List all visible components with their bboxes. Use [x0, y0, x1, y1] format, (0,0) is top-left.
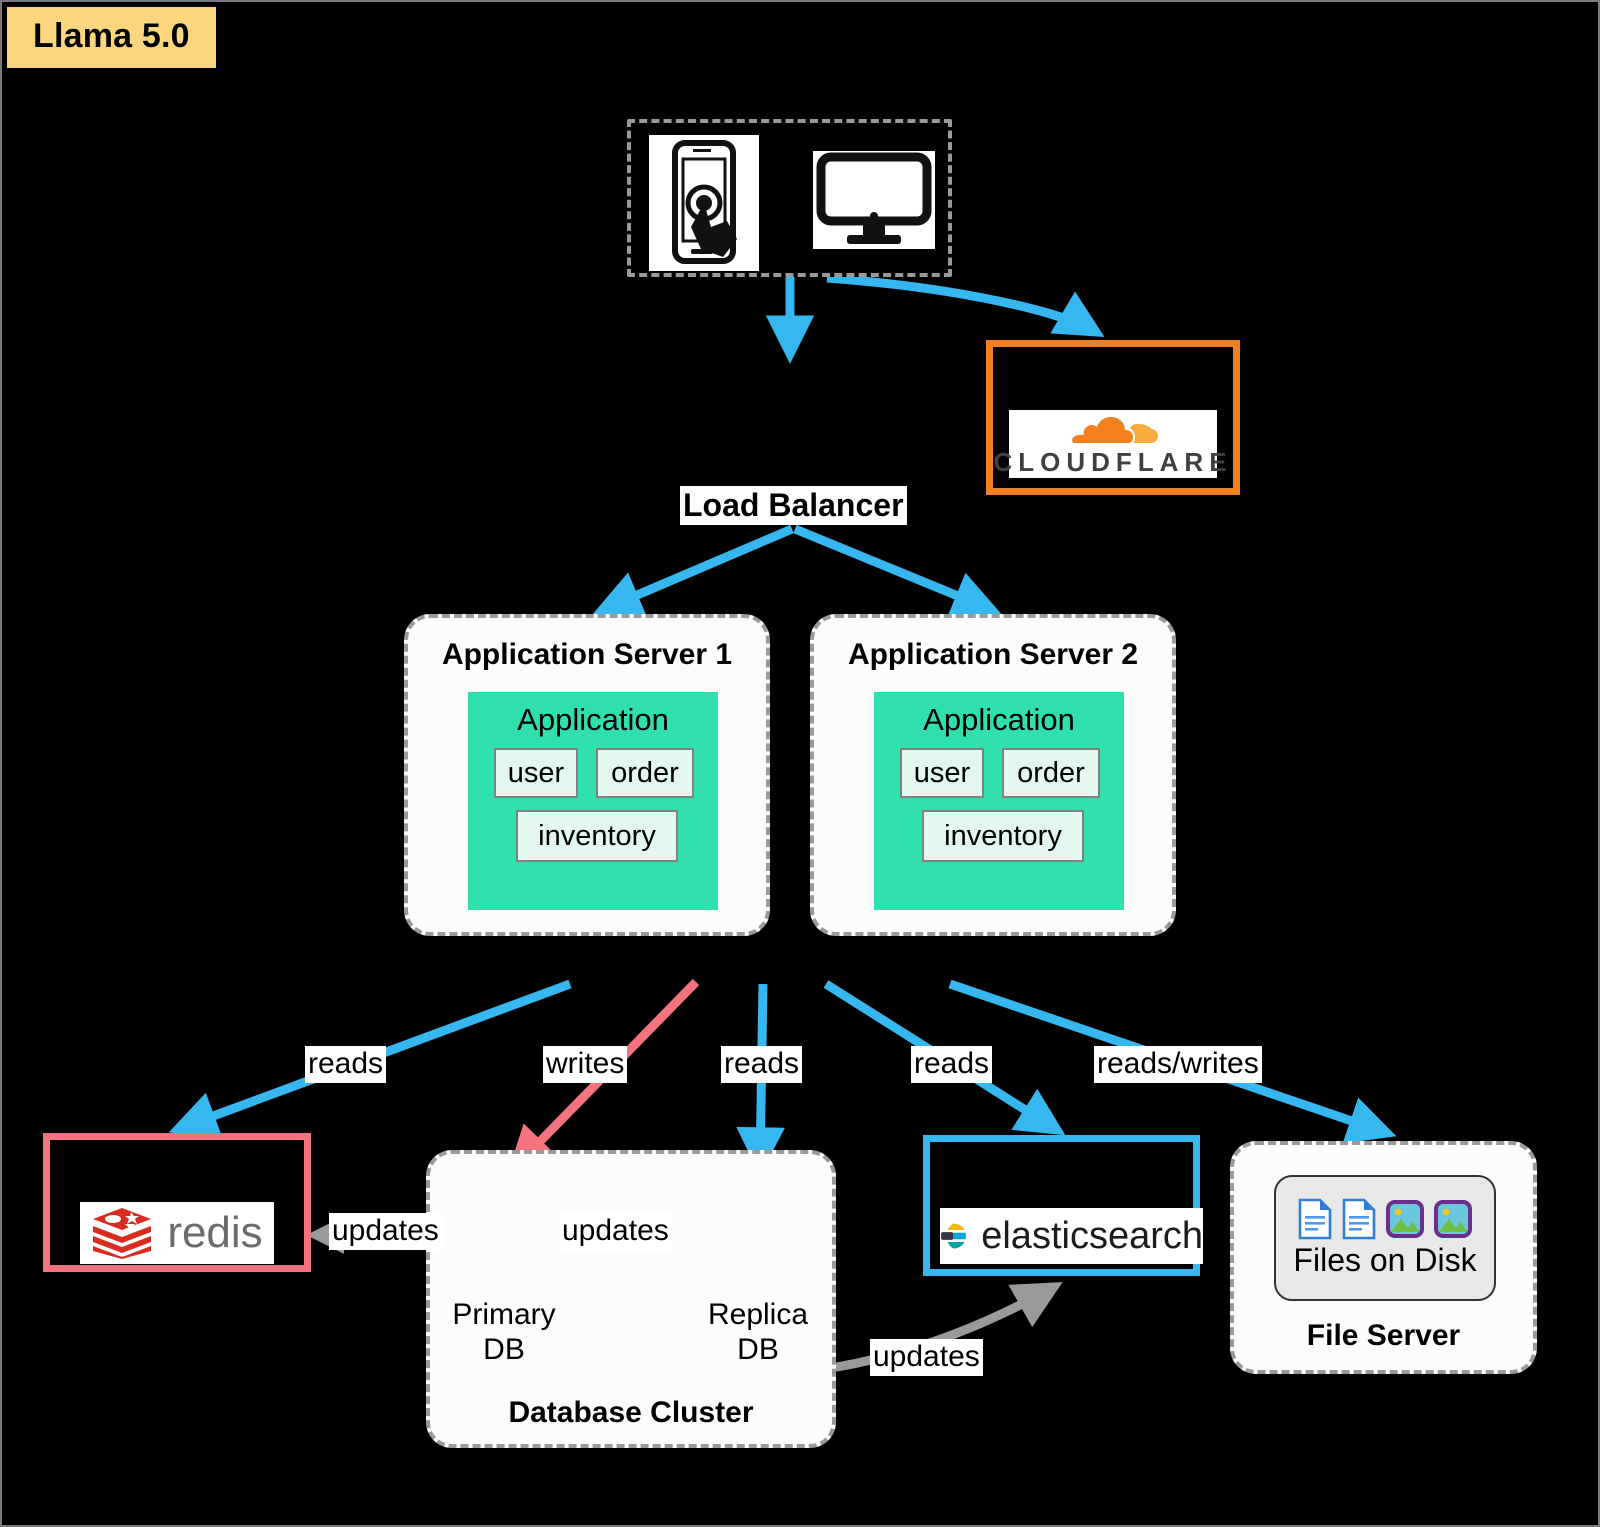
app-server-1-title: Application Server 1 — [441, 638, 733, 671]
elasticsearch-logo-icon — [941, 1223, 967, 1249]
edge-label-updates-elastic: updates — [870, 1339, 983, 1376]
service-user-2[interactable]: user — [900, 748, 984, 798]
app-server-2-box[interactable]: Application Server 2 Application user or… — [810, 614, 1176, 936]
desktop-monitor-icon — [813, 151, 935, 249]
service-order-1[interactable]: order — [596, 748, 694, 798]
client-devices-box — [627, 119, 952, 277]
watermark-badge: Llama 5.0 — [5, 5, 218, 70]
app-server-2-application-label: Application — [923, 702, 1075, 737]
files-on-disk-label: Files on Disk — [1293, 1241, 1477, 1278]
cloudflare-logo-band: CLOUDFLARE — [993, 410, 1227, 478]
app-server-1-box[interactable]: Application Server 1 Application user or… — [404, 614, 770, 936]
elasticsearch-box[interactable]: elasticsearch — [923, 1135, 1203, 1276]
service-inventory-1[interactable]: inventory — [516, 810, 678, 862]
edge-label-reads-redis: reads — [305, 1046, 387, 1083]
cloudflare-wordmark: CLOUDFLARE — [993, 447, 1233, 477]
app-server-1-application-box: Application user order inventory — [468, 692, 718, 910]
file-server-title: File Server — [1306, 1319, 1461, 1352]
service-order-2[interactable]: order — [1002, 748, 1100, 798]
cloudflare-cloud-icon — [1072, 417, 1158, 443]
replica-db-caption-line1: Replica — [707, 1298, 809, 1331]
edge-label-updates-replica: updates — [559, 1213, 672, 1250]
files-on-disk-card: Files on Disk — [1274, 1175, 1496, 1301]
elasticsearch-logo-band: elasticsearch — [940, 1208, 1203, 1264]
primary-db-caption-line2: DB — [483, 1333, 525, 1367]
edge-label-reads-replica: reads — [721, 1046, 803, 1083]
redis-logo-band: redis — [80, 1202, 274, 1264]
service-inventory-2[interactable]: inventory — [922, 810, 1084, 862]
file-server-box[interactable]: Files on Disk File Server — [1230, 1141, 1537, 1374]
replica-db-caption-line2: DB — [737, 1333, 779, 1367]
document-icon — [1298, 1198, 1332, 1239]
document-icon — [1342, 1198, 1376, 1239]
service-user-1[interactable]: user — [494, 748, 578, 798]
app-server-2-application-box: Application user order inventory — [874, 692, 1124, 910]
file-icons-row — [1297, 1198, 1473, 1240]
app-server-2-title: Application Server 2 — [847, 638, 1139, 671]
replica-db-caption: Replica DB — [658, 1297, 858, 1368]
primary-db-caption-line1: Primary — [452, 1298, 556, 1331]
mobile-touch-icon — [649, 135, 759, 271]
redis-wordmark: redis — [167, 1208, 263, 1257]
edge-label-writes-primary: writes — [543, 1046, 628, 1083]
edge-lb-to-app2 — [793, 524, 1002, 618]
primary-db-caption: Primary DB — [404, 1297, 604, 1368]
image-icon — [1434, 1199, 1472, 1238]
cloudflare-box[interactable]: CLOUDFLARE — [986, 340, 1240, 495]
elasticsearch-wordmark: elasticsearch — [981, 1215, 1203, 1257]
edge-lb-to-app1 — [592, 524, 794, 618]
redis-stack-icon — [93, 1208, 152, 1259]
database-cluster-title: Database Cluster — [508, 1396, 754, 1429]
image-icon — [1386, 1199, 1424, 1238]
edge-label-reads-writes-fileserver: reads/writes — [1094, 1046, 1262, 1083]
app-server-1-application-label: Application — [517, 702, 669, 737]
edge-label-updates-redis: updates — [329, 1213, 442, 1250]
edge-client-to-cloudflare — [826, 273, 1105, 338]
load-balancer-label[interactable]: Load Balancer — [680, 486, 907, 525]
edge-label-reads-elastic: reads — [911, 1046, 993, 1083]
redis-box[interactable]: redis — [43, 1133, 311, 1272]
